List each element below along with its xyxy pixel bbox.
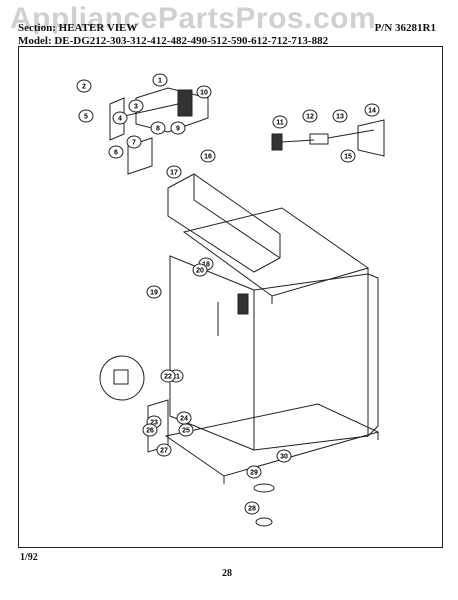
top-panel — [182, 207, 370, 304]
callout-label: 6 — [114, 150, 118, 157]
callout-26: 26 — [142, 423, 158, 437]
callout-label: 10 — [200, 90, 208, 97]
callout-29: 29 — [246, 465, 262, 479]
callout-label: 27 — [160, 448, 168, 455]
callout-1: 1 — [152, 73, 168, 87]
callout-label: 20 — [196, 268, 204, 275]
control-panel — [167, 173, 281, 273]
inset-detail — [99, 355, 145, 401]
callout-12: 12 — [302, 109, 318, 123]
model-numbers: DE-DG212-303-312-412-482-490-512-590-612… — [54, 35, 329, 47]
callout-13: 13 — [332, 109, 348, 123]
callout-label: 3 — [134, 104, 138, 111]
wiring-assembly — [271, 119, 385, 157]
callout-label: 19 — [150, 290, 158, 297]
diagram-frame — [18, 46, 443, 548]
callout-label: 16 — [204, 154, 212, 161]
callout-30: 30 — [276, 449, 292, 463]
callout-label: 8 — [156, 126, 160, 133]
callout-label: 29 — [250, 470, 258, 477]
callout-label: 4 — [118, 116, 122, 123]
part-number: P/N 36281R1 — [374, 22, 436, 34]
callout-label: 13 — [336, 114, 344, 121]
callout-label: 18 — [202, 262, 210, 269]
callout-25: 25 — [178, 423, 194, 437]
callout-label: 15 — [344, 154, 352, 161]
callout-label: 9 — [176, 126, 180, 133]
callout-6: 6 — [108, 145, 124, 159]
callout-8: 8 — [150, 121, 166, 135]
section-title: Section: HEATER VIEW — [18, 22, 138, 34]
callout-24: 24 — [176, 411, 192, 425]
callout-label: 14 — [368, 108, 376, 115]
callout-label: 17 — [170, 170, 178, 177]
callout-20: 20 — [192, 263, 208, 277]
model-label: Model: — [18, 35, 52, 47]
page-number: 28 — [222, 568, 232, 579]
callout-4: 4 — [112, 111, 128, 125]
terminal-block-assembly — [109, 87, 209, 175]
callout-label: 12 — [306, 114, 314, 121]
callout-22: 22 — [160, 369, 176, 383]
callout-7: 7 — [126, 135, 142, 149]
callout-11: 11 — [272, 115, 288, 129]
base — [164, 403, 380, 527]
callout-label: 7 — [132, 140, 136, 147]
callout-9: 9 — [170, 121, 186, 135]
callout-label: 1 — [158, 78, 162, 85]
callout-15: 15 — [340, 149, 356, 163]
cabinet — [169, 255, 379, 451]
callout-27: 27 — [156, 443, 172, 457]
callout-label: 26 — [146, 428, 154, 435]
callout-19: 19 — [146, 285, 162, 299]
callout-10: 10 — [196, 85, 212, 99]
callout-label: 5 — [84, 114, 88, 121]
callout-label: 23 — [150, 420, 158, 427]
callout-label: 21 — [172, 374, 180, 381]
model-line: Model: DE-DG212-303-312-412-482-490-512-… — [18, 35, 328, 47]
callout-label: 28 — [248, 506, 256, 513]
callout-label: 24 — [180, 416, 188, 423]
callout-16: 16 — [200, 149, 216, 163]
revision-date: 1/92 — [20, 552, 38, 563]
callout-3: 3 — [128, 99, 144, 113]
callout-14: 14 — [364, 103, 380, 117]
callout-label: 22 — [164, 374, 172, 381]
callout-label: 11 — [276, 120, 284, 127]
callout-2: 2 — [76, 79, 92, 93]
callout-label: 2 — [82, 84, 86, 91]
callout-label: 30 — [280, 454, 288, 461]
callout-label: 25 — [182, 428, 190, 435]
callout-17: 17 — [166, 165, 182, 179]
watermark: AppliancePartsPros.com — [10, 2, 377, 35]
callout-28: 28 — [244, 501, 260, 515]
callout-5: 5 — [78, 109, 94, 123]
